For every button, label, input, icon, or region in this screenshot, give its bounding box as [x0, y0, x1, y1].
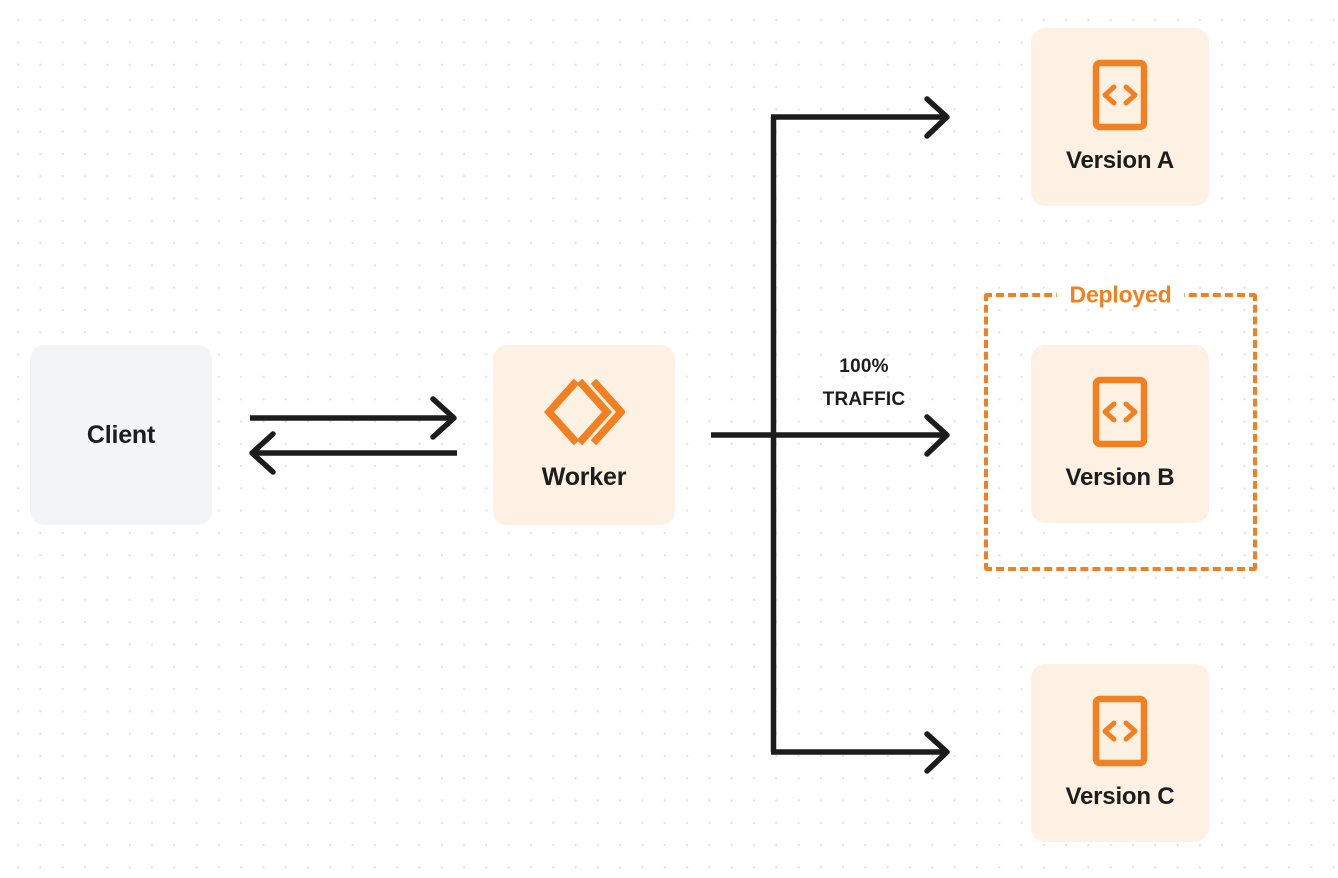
cloudflare-workers-logo-icon — [543, 378, 627, 445]
worker-label: Worker — [541, 462, 627, 491]
client-label: Client — [86, 420, 156, 449]
version-c-node[interactable]: Version C — [1031, 664, 1209, 842]
code-file-icon — [1092, 695, 1148, 767]
version-b-node[interactable]: Version B — [1031, 345, 1209, 523]
worker-node[interactable]: Worker — [493, 345, 675, 525]
traffic-percent: 100% — [839, 356, 889, 377]
connector-client-to-worker — [250, 396, 457, 440]
version-b-label: Version B — [1065, 464, 1175, 491]
code-file-icon — [1092, 376, 1148, 448]
deployed-group: Deployed — [984, 281, 1257, 571]
version-a-node[interactable]: Version A — [1031, 28, 1209, 206]
version-a-label: Version A — [1065, 147, 1175, 174]
connector-worker-to-version-b — [711, 414, 950, 457]
connector-worker-to-version-c — [771, 731, 950, 774]
deployed-group-label: Deployed — [1056, 281, 1185, 309]
code-file-icon — [1092, 59, 1148, 131]
connector-worker-to-version-a — [771, 96, 950, 139]
client-node[interactable]: Client — [30, 345, 212, 525]
traffic-target: TRAFFIC — [822, 389, 906, 411]
connector-worker-to-client — [249, 431, 457, 475]
traffic-annotation: 100% TRAFFIC — [790, 350, 938, 417]
version-c-label: Version C — [1065, 783, 1175, 810]
